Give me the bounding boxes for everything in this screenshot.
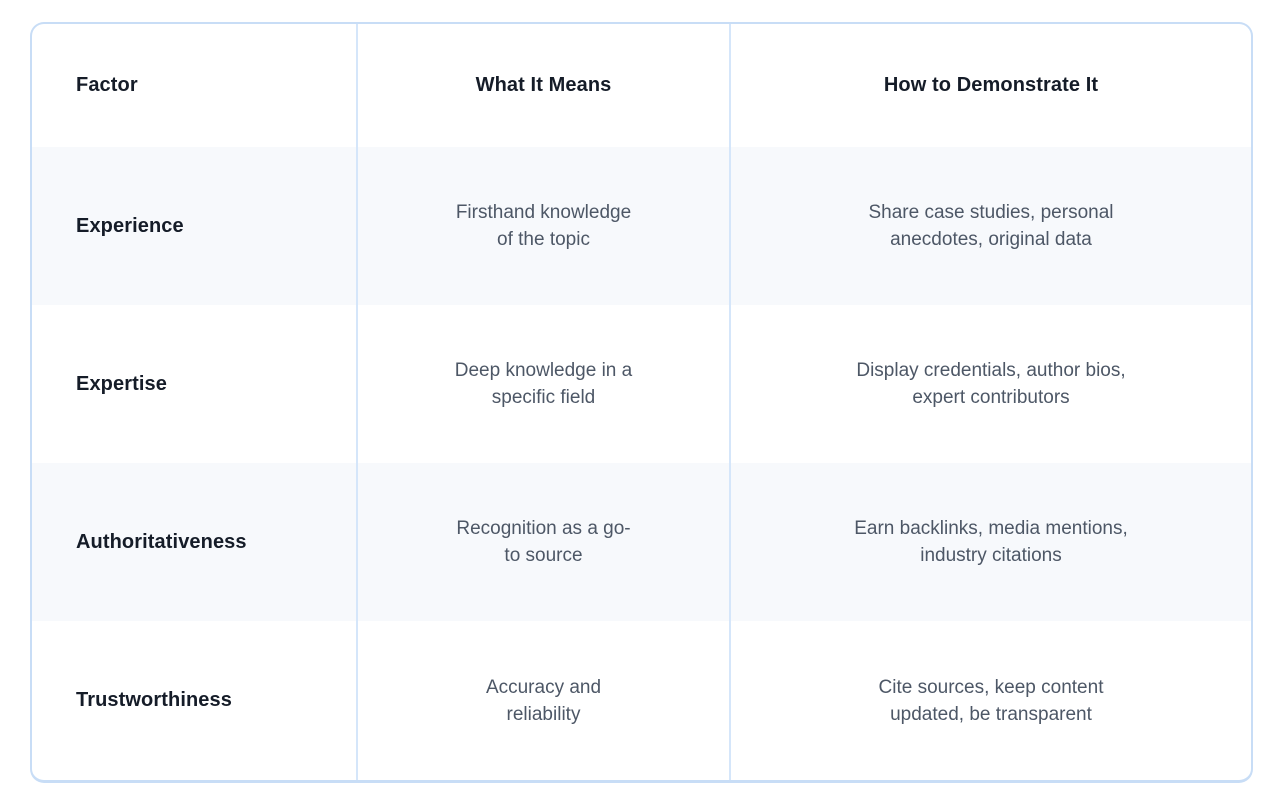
meaning-cell-authoritativeness: Recognition as a go- to source: [356, 463, 729, 621]
factor-cell-trustworthiness: Trustworthiness: [76, 689, 232, 711]
meaning-cell-expertise: Deep knowledge in a specific field: [356, 305, 729, 463]
factor-cell-expertise: Expertise: [76, 372, 167, 395]
meaning-cell-experience: Firsthand knowledge of the topic: [356, 147, 729, 305]
demonstrate-cell-expertise: Display credentials, author bios, expert…: [729, 305, 1251, 463]
column-header-what-it-means: What It Means: [356, 24, 729, 147]
table-row-authoritativeness: Authoritativeness Recognition as a go- t…: [32, 463, 1251, 621]
table-row-expertise: Expertise Deep knowledge in a specific f…: [32, 305, 1251, 463]
demonstrate-cell-experience: Share case studies, personal anecdotes, …: [729, 147, 1251, 305]
table-row-trustworthiness: Trustworthiness Accuracy and reliability…: [32, 621, 1251, 780]
demonstrate-cell-trustworthiness: Cite sources, keep content updated, be t…: [729, 621, 1251, 780]
table-header-row: Factor What It Means How to Demonstrate …: [32, 24, 1251, 147]
column-header-how-to-demonstrate-it: How to Demonstrate It: [729, 24, 1251, 147]
column-header-factor: Factor: [76, 74, 138, 96]
table-row-experience: Experience Firsthand knowledge of the to…: [32, 147, 1251, 305]
factor-cell-authoritativeness: Authoritativeness: [76, 530, 247, 553]
eeat-table: Factor What It Means How to Demonstrate …: [30, 22, 1253, 783]
factor-cell-experience: Experience: [76, 214, 184, 237]
demonstrate-cell-authoritativeness: Earn backlinks, media mentions, industry…: [729, 463, 1251, 621]
meaning-cell-trustworthiness: Accuracy and reliability: [356, 621, 729, 780]
